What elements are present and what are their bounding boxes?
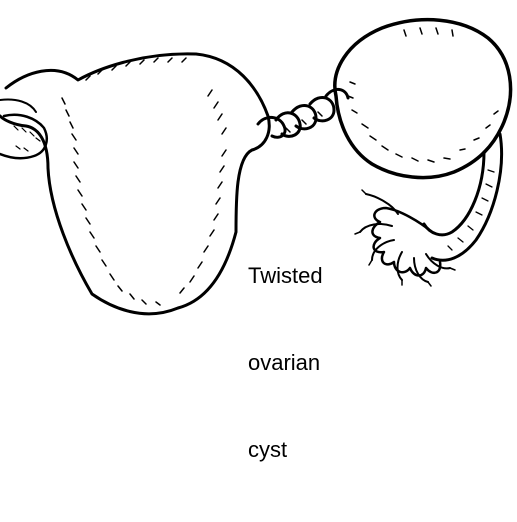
diagram-canvas: Twisted ovarian cyst bbox=[0, 0, 517, 331]
cyst-label-line-1: Twisted bbox=[248, 261, 323, 290]
fallopian-tube bbox=[424, 134, 502, 260]
fimbriae bbox=[355, 190, 455, 286]
cyst-label-line-3: cyst bbox=[248, 435, 323, 464]
cyst-label-line-2: ovarian bbox=[248, 348, 323, 377]
uterus bbox=[0, 54, 269, 314]
cyst-label: Twisted ovarian cyst bbox=[248, 203, 323, 522]
